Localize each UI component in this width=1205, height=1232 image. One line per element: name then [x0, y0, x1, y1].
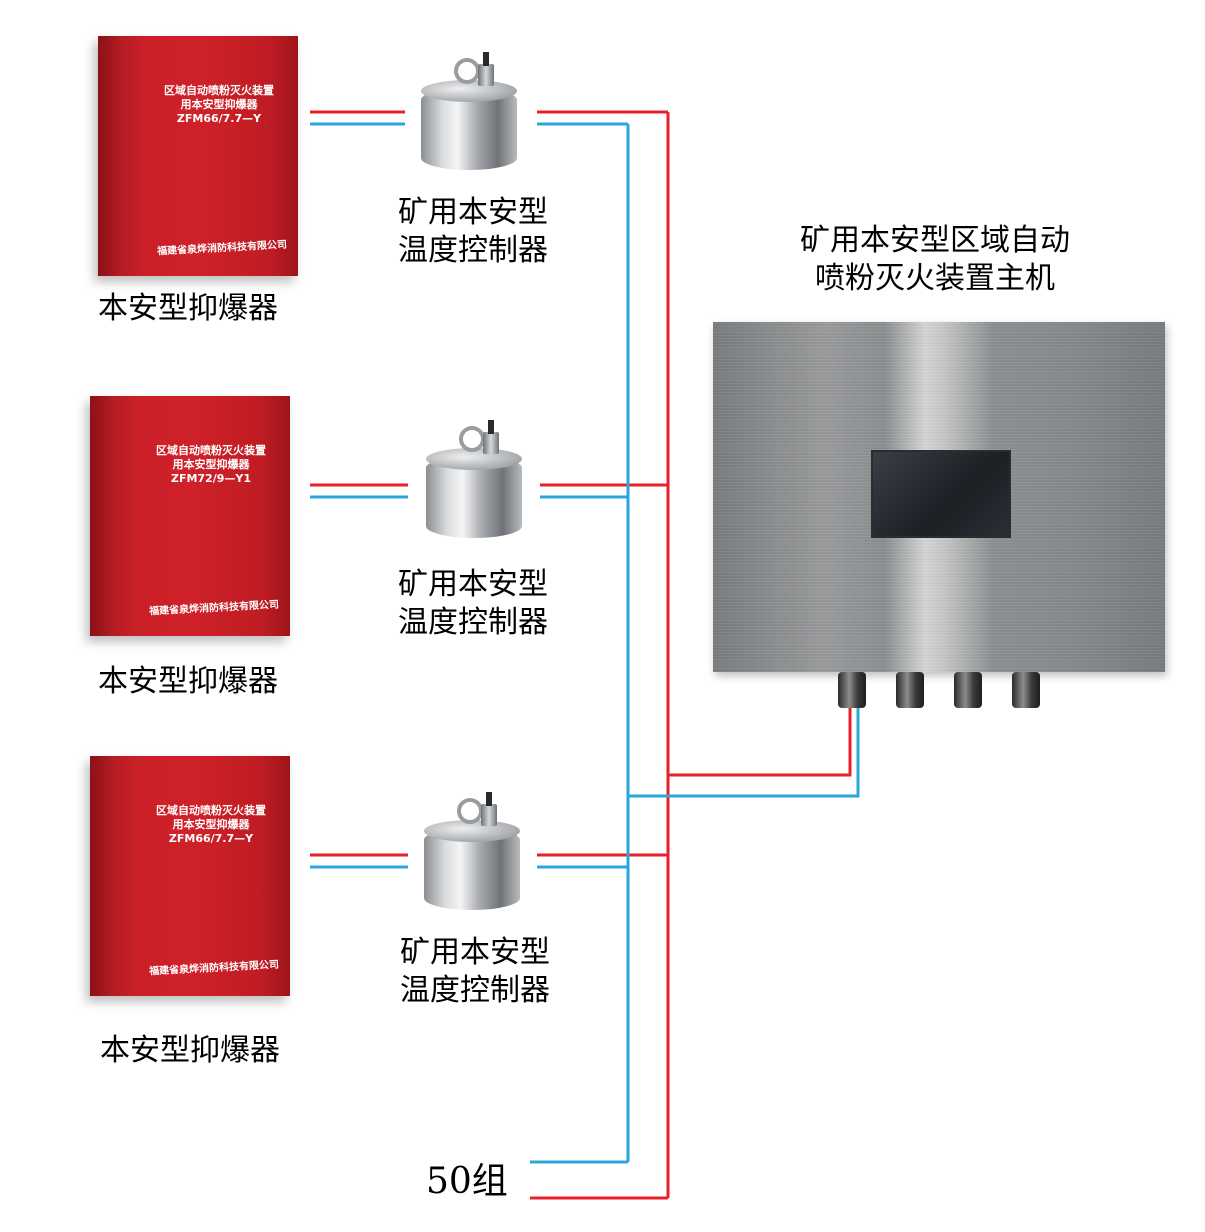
host-display-screen — [871, 450, 1011, 538]
suppressor-caption-1: 本安型抑爆器 — [98, 291, 278, 326]
plate-line: 区域自动喷粉灭火装置 — [164, 84, 274, 97]
blue-wires — [310, 122, 860, 1164]
suppressor-caption-2: 本安型抑爆器 — [98, 664, 278, 699]
red-wire-host — [668, 708, 852, 777]
caption-line: 矿用本安型 — [400, 935, 550, 970]
suppressor-plate: 区域自动喷粉灭火装置 用本安型抑爆器 ZFM72/9—Y1 — [140, 444, 282, 486]
suppressor-box-1: 区域自动喷粉灭火装置 用本安型抑爆器 ZFM66/7.7—Y 福建省泉烨消防科技… — [98, 36, 298, 276]
caption-line: 矿用本安型 — [398, 567, 548, 602]
manufacturer-label: 福建省泉烨消防科技有限公司 — [148, 959, 280, 978]
cable-gland-2 — [896, 672, 924, 708]
suppressor-box-2: 区域自动喷粉灭火装置 用本安型抑爆器 ZFM72/9—Y1 福建省泉烨消防科技有… — [90, 396, 290, 636]
caption-line: 矿用本安型区域自动 — [800, 223, 1070, 258]
caption-line: 温度控制器 — [400, 973, 550, 1008]
manufacturer-label: 福建省泉烨消防科技有限公司 — [148, 599, 280, 618]
host-caption: 矿用本安型区域自动 喷粉灭火装置主机 — [770, 222, 1100, 298]
cable-gland-1 — [838, 672, 866, 708]
suppressor-plate: 区域自动喷粉灭火装置 用本安型抑爆器 ZFM66/7.7—Y — [140, 804, 282, 846]
caption-line: 矿用本安型 — [398, 195, 548, 230]
temperature-controller-3 — [419, 792, 529, 918]
controller-caption-1: 矿用本安型 温度控制器 — [388, 194, 558, 270]
temperature-controller-1 — [416, 52, 526, 178]
plate-model: ZFM72/9—Y1 — [170, 472, 252, 485]
suppressor-box-3: 区域自动喷粉灭火装置 用本安型抑爆器 ZFM66/7.7—Y 福建省泉烨消防科技… — [90, 756, 290, 996]
caption-line: 温度控制器 — [398, 605, 548, 640]
group-count-label: 50组 — [426, 1161, 508, 1202]
plate-line: 区域自动喷粉灭火装置 — [156, 444, 266, 457]
plate-line: 区域自动喷粉灭火装置 — [156, 804, 266, 817]
suppressor-plate: 区域自动喷粉灭火装置 用本安型抑爆器 ZFM66/7.7—Y — [148, 84, 290, 126]
controller-caption-2: 矿用本安型 温度控制器 — [388, 566, 558, 642]
manufacturer-label: 福建省泉烨消防科技有限公司 — [156, 239, 288, 258]
controller-caption-3: 矿用本安型 温度控制器 — [390, 934, 560, 1010]
temperature-controller-2 — [421, 420, 531, 546]
red-wires — [310, 110, 852, 1200]
plate-line: 用本安型抑爆器 — [172, 458, 250, 471]
host-unit — [713, 322, 1165, 672]
plate-line: 用本安型抑爆器 — [172, 818, 250, 831]
caption-line: 温度控制器 — [398, 233, 548, 268]
plate-model: ZFM66/7.7—Y — [176, 112, 262, 125]
caption-line: 喷粉灭火装置主机 — [815, 261, 1055, 296]
cable-gland-4 — [1012, 672, 1040, 708]
blue-wire-host — [628, 708, 860, 798]
plate-model: ZFM66/7.7—Y — [168, 832, 254, 845]
cable-gland-3 — [954, 672, 982, 708]
plate-line: 用本安型抑爆器 — [180, 98, 258, 111]
suppressor-caption-3: 本安型抑爆器 — [100, 1033, 280, 1068]
